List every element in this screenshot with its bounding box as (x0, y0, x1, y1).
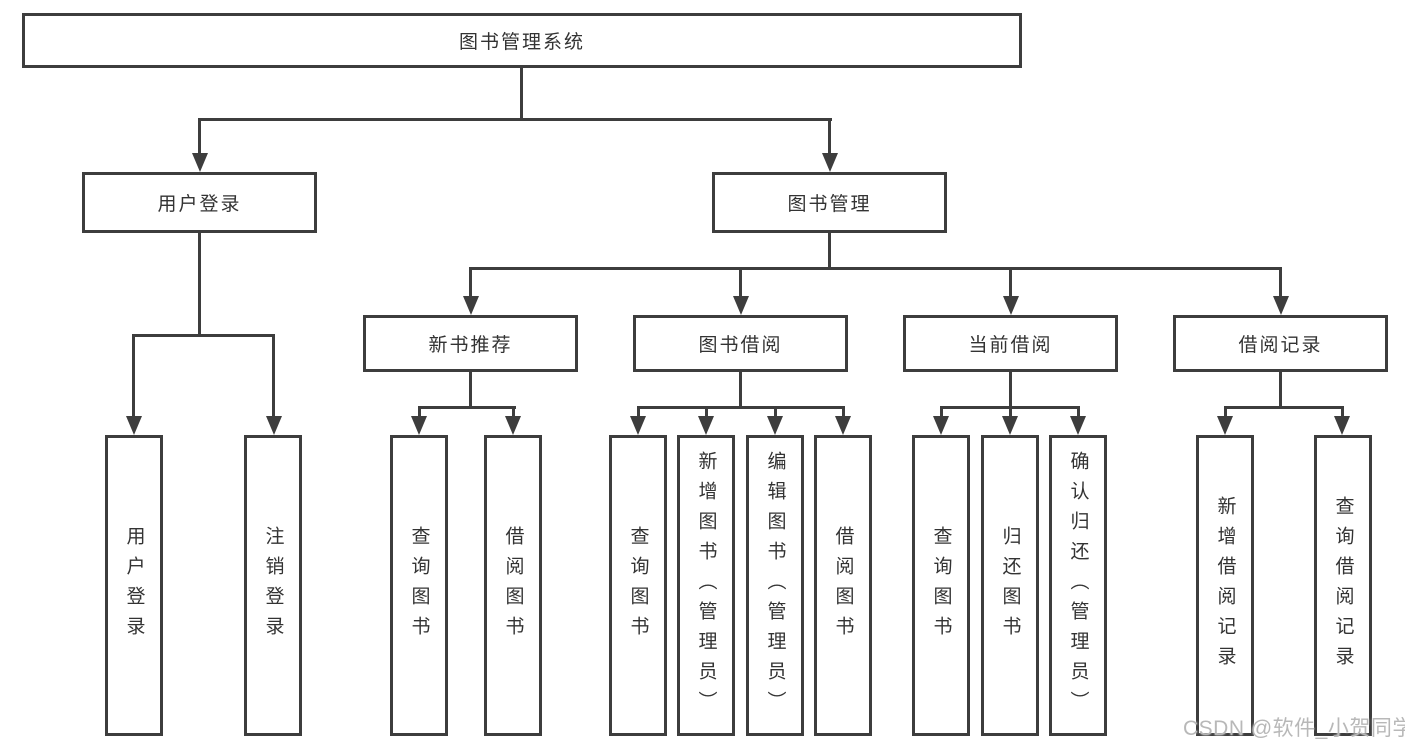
node-user-login: 用户登录 (82, 172, 317, 233)
leaf-query-books-1: 查询图书 (390, 435, 448, 736)
down-arrow-icon (1070, 416, 1086, 435)
leaf-query-books-3-label: 查询图书 (930, 525, 952, 646)
connector-hline (1224, 406, 1344, 409)
leaf-add-borrow-record: 新增借阅记录 (1196, 435, 1254, 736)
down-arrow-icon (767, 416, 783, 435)
connector-vline (520, 68, 523, 120)
connector-vline (198, 233, 201, 336)
connector-vline (272, 334, 275, 417)
connector-vline (828, 118, 831, 155)
down-arrow-icon (463, 296, 479, 315)
connector-vline (739, 267, 742, 297)
leaf-add-borrow-record-label: 新增借阅记录 (1214, 495, 1236, 676)
leaf-confirm-return-admin: 确认归还（管理员） (1049, 435, 1107, 736)
node-book-management: 图书管理 (712, 172, 947, 233)
leaf-query-borrow-record: 查询借阅记录 (1314, 435, 1372, 736)
connector-hline (637, 406, 845, 409)
connector-vline (1009, 372, 1012, 409)
down-arrow-icon (1217, 416, 1233, 435)
connector-vline (469, 372, 472, 409)
leaf-query-borrow-record-label: 查询借阅记录 (1332, 495, 1354, 676)
connector-vline (940, 406, 943, 418)
connector-vline (637, 406, 640, 418)
leaf-user-login-label: 用户登录 (123, 525, 145, 646)
down-arrow-icon (835, 416, 851, 435)
down-arrow-icon (126, 416, 142, 435)
connector-hline (469, 267, 1282, 270)
leaf-logout-login: 注销登录 (244, 435, 302, 736)
down-arrow-icon (933, 416, 949, 435)
leaf-logout-login-label: 注销登录 (262, 525, 284, 646)
down-arrow-icon (822, 153, 838, 172)
node-user-login-label: 用户登录 (157, 194, 242, 215)
connector-vline (828, 233, 831, 270)
down-arrow-icon (733, 296, 749, 315)
connector-vline (1224, 406, 1227, 418)
leaf-query-books-2: 查询图书 (609, 435, 667, 736)
node-book-management-label: 图书管理 (787, 194, 872, 215)
connector-hline (418, 406, 516, 409)
connector-vline (418, 406, 421, 418)
connector-vline (739, 372, 742, 409)
down-arrow-icon (505, 416, 521, 435)
down-arrow-icon (192, 153, 208, 172)
connector-vline (469, 267, 472, 297)
csdn-watermark: CSDN @软件_小贺同学 (1183, 717, 1405, 740)
connector-vline (1279, 267, 1282, 297)
connector-vline (774, 406, 777, 418)
node-current-borrow: 当前借阅 (903, 315, 1118, 372)
down-arrow-icon (1002, 416, 1018, 435)
down-arrow-icon (1003, 296, 1019, 315)
node-new-book-recommend: 新书推荐 (363, 315, 578, 372)
down-arrow-icon (1273, 296, 1289, 315)
connector-vline (1009, 267, 1012, 297)
node-book-borrow: 图书借阅 (633, 315, 848, 372)
leaf-edit-book-admin-label: 编辑图书（管理员） (764, 450, 786, 721)
connector-vline (198, 118, 201, 155)
down-arrow-icon (630, 416, 646, 435)
connector-hline (198, 118, 832, 121)
connector-vline (512, 406, 515, 418)
leaf-borrow-books-1-label: 借阅图书 (502, 525, 524, 646)
leaf-query-books-1-label: 查询图书 (408, 525, 430, 646)
connector-vline (1009, 406, 1012, 418)
node-borrow-records: 借阅记录 (1173, 315, 1388, 372)
node-root-label: 图书管理系统 (458, 32, 585, 53)
node-new-book-recommend-label: 新书推荐 (428, 335, 513, 356)
down-arrow-icon (1334, 416, 1350, 435)
connector-hline (132, 334, 275, 337)
leaf-edit-book-admin: 编辑图书（管理员） (746, 435, 804, 736)
leaf-borrow-books-2: 借阅图书 (814, 435, 872, 736)
leaf-add-book-admin: 新增图书（管理员） (677, 435, 735, 736)
leaf-query-books-2-label: 查询图书 (627, 525, 649, 646)
node-root: 图书管理系统 (22, 13, 1022, 68)
down-arrow-icon (698, 416, 714, 435)
connector-vline (842, 406, 845, 418)
node-borrow-records-label: 借阅记录 (1238, 335, 1323, 356)
connector-vline (1279, 372, 1282, 409)
connector-vline (1341, 406, 1344, 418)
connector-vline (132, 334, 135, 417)
leaf-return-book-label: 归还图书 (999, 525, 1021, 646)
connector-vline (705, 406, 708, 418)
down-arrow-icon (266, 416, 282, 435)
leaf-query-books-3: 查询图书 (912, 435, 970, 736)
leaf-confirm-return-admin-label: 确认归还（管理员） (1067, 450, 1089, 721)
leaf-return-book: 归还图书 (981, 435, 1039, 736)
leaf-add-book-admin-label: 新增图书（管理员） (695, 450, 717, 721)
node-current-borrow-label: 当前借阅 (968, 335, 1053, 356)
leaf-borrow-books-2-label: 借阅图书 (832, 525, 854, 646)
down-arrow-icon (411, 416, 427, 435)
leaf-user-login: 用户登录 (105, 435, 163, 736)
node-book-borrow-label: 图书借阅 (698, 335, 783, 356)
leaf-borrow-books-1: 借阅图书 (484, 435, 542, 736)
connector-vline (1077, 406, 1080, 418)
